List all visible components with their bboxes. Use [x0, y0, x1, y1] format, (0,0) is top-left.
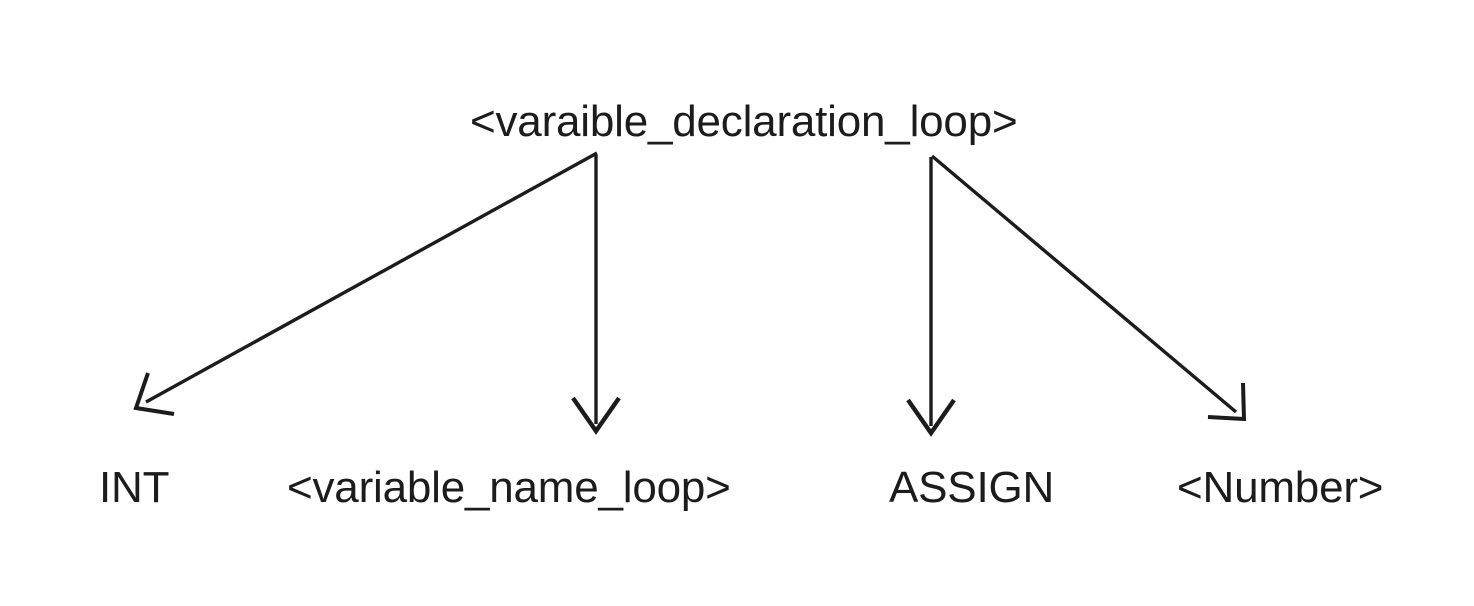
arrowhead-root-to-number: [1207, 382, 1247, 422]
node-leaf-number: <Number>: [1177, 463, 1384, 512]
edge-root-to-assign: [906, 157, 956, 437]
node-leaf-assign: ASSIGN: [889, 463, 1055, 512]
edge-line-root-to-int: [145, 151, 598, 404]
arrowhead-root-to-int: [133, 372, 175, 416]
node-leaf-int: INT: [99, 463, 170, 512]
node-root-variable-declaration-loop: <varaible_declaration_loop>: [470, 97, 1018, 146]
edge-line-root-to-number: [930, 154, 1238, 414]
edge-root-to-number: [930, 154, 1247, 422]
edge-root-to-int: [133, 151, 598, 416]
edge-root-to-variable-name-loop: [571, 155, 621, 435]
arrowhead-root-to-variable-name-loop: [571, 396, 621, 435]
arrowhead-root-to-assign: [906, 398, 956, 437]
node-leaf-variable-name-loop: <variable_name_loop>: [287, 463, 731, 512]
